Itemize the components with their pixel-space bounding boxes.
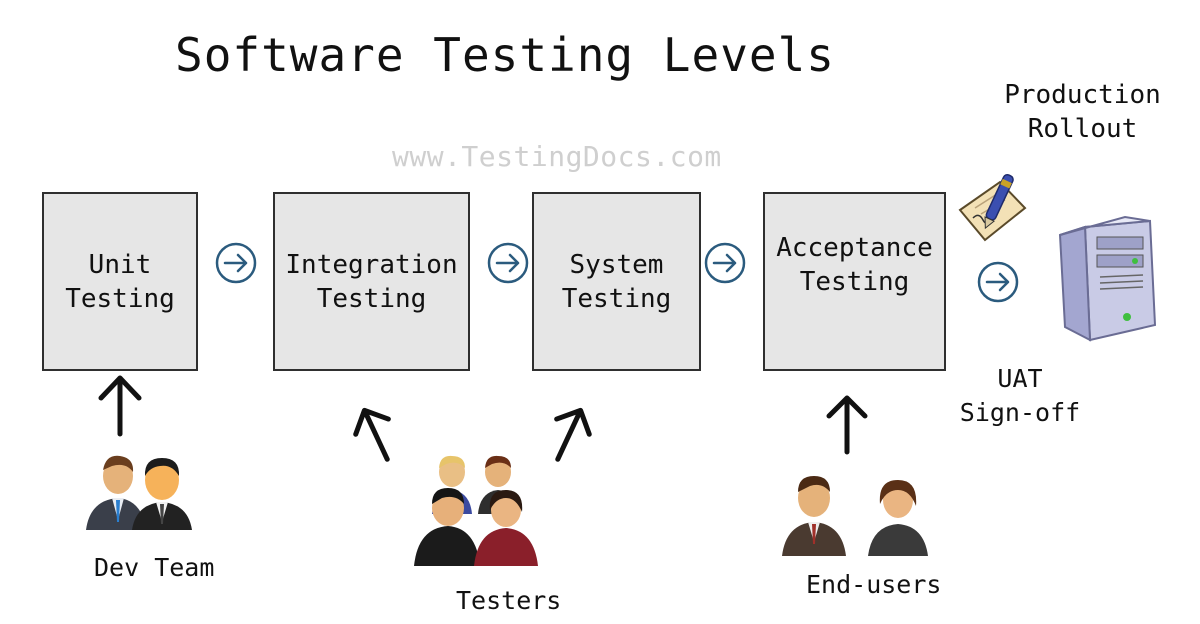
box-label-line1: Acceptance bbox=[776, 233, 933, 263]
arrow-up-icon bbox=[98, 375, 142, 437]
people-icon bbox=[414, 455, 538, 566]
people-icon bbox=[86, 455, 192, 530]
uat-signoff-label: UAT Sign-off bbox=[950, 362, 1090, 430]
arrow-right-circle-icon bbox=[215, 242, 257, 284]
system-testing-box: System Testing bbox=[532, 192, 701, 371]
production-rollout-label: Production Rollout bbox=[995, 78, 1170, 146]
unit-testing-box: Unit Testing bbox=[42, 192, 198, 371]
arrow-right-circle-icon bbox=[487, 242, 529, 284]
people-icon bbox=[782, 476, 928, 556]
end-users-label: End-users bbox=[806, 570, 942, 599]
box-label-line2: Testing bbox=[316, 283, 427, 314]
arrow-up-icon bbox=[826, 395, 868, 455]
arrow-up-icon bbox=[353, 407, 391, 462]
box-label-line1: System bbox=[569, 249, 664, 280]
uat-line2: Sign-off bbox=[959, 398, 1081, 427]
acceptance-testing-box: Acceptance Testing bbox=[763, 192, 946, 371]
box-label-line2: Testing bbox=[799, 267, 910, 297]
integration-testing-box: Integration Testing bbox=[273, 192, 470, 371]
diagram-title: Software Testing Levels bbox=[175, 28, 835, 82]
box-label-line2: Testing bbox=[65, 283, 175, 314]
dev-team-label: Dev Team bbox=[94, 553, 215, 582]
uat-line1: UAT bbox=[997, 364, 1043, 393]
box-label-line2: Testing bbox=[561, 283, 672, 314]
arrow-up-icon bbox=[554, 407, 592, 462]
server-icon bbox=[1058, 215, 1157, 342]
watermark: www.TestingDocs.com bbox=[392, 140, 722, 173]
box-label-line1: Unit bbox=[88, 249, 152, 280]
production-line2: Rollout bbox=[1027, 114, 1138, 144]
contract-pen-icon bbox=[958, 173, 1027, 242]
arrow-right-circle-icon bbox=[977, 261, 1019, 303]
arrow-right-circle-icon bbox=[704, 242, 746, 284]
production-line1: Production bbox=[1004, 80, 1161, 110]
box-label-line1: Integration bbox=[285, 249, 458, 280]
testers-label: Testers bbox=[456, 586, 562, 615]
